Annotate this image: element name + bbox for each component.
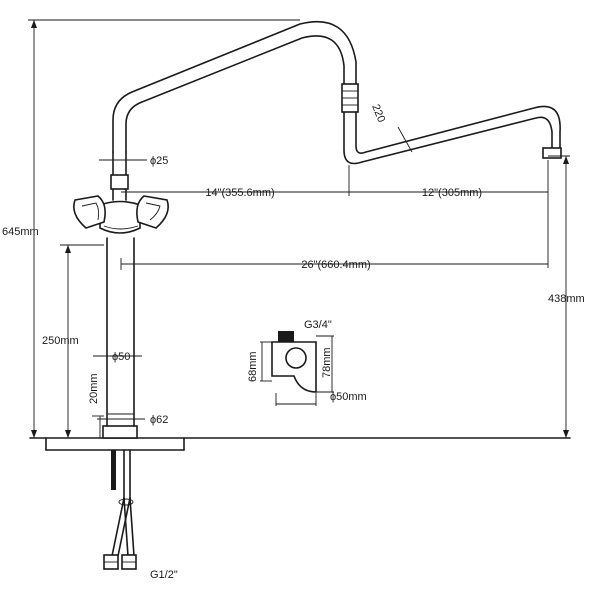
label-detail-height-inner: 68mm: [247, 351, 259, 382]
swivel-joint: [341, 83, 359, 113]
faucet-body: [102, 237, 138, 439]
label-supply-thread: G1/2": [150, 569, 178, 581]
label-body-diameter: ϕ50: [112, 351, 130, 363]
counter-surface: [29, 437, 571, 451]
label-detail-height-outer: 78mm: [321, 347, 333, 378]
connector-detail-view: [260, 331, 334, 406]
riser-pipe: [110, 151, 129, 201]
label-detail-diameter: ϕ50mm: [330, 391, 367, 403]
label-spout-second-section: 12"(305mm): [422, 187, 482, 199]
dimension-labels: 645mm ϕ25 14"(355.6mm) 12"(305mm) 26"(66…: [2, 103, 585, 581]
label-detail-thread: G3/4": [304, 319, 332, 331]
label-base-diameter: ϕ62: [150, 414, 168, 426]
mixer-handles: [73, 195, 169, 234]
detail-labels: G3/4" 68mm 78mm ϕ50mm: [247, 319, 367, 403]
dimension-arrows: [31, 20, 569, 438]
label-joint-angle: 220: [369, 103, 387, 125]
label-body-height: 250mm: [42, 335, 79, 347]
lower-spout: [343, 105, 562, 165]
upper-spout: [112, 20, 357, 153]
supply-hoses: [103, 449, 137, 570]
dimension-lines: [28, 19, 570, 438]
label-base-height: 20mm: [88, 373, 100, 404]
label-spout-first-section: 14"(355.6mm): [205, 187, 274, 199]
label-total-height: 645mm: [2, 226, 39, 238]
label-outlet-height: 438mm: [548, 293, 585, 305]
label-base-pipe-diameter: ϕ25: [150, 155, 168, 167]
label-spout-total-reach: 26"(660.4mm): [301, 259, 370, 271]
